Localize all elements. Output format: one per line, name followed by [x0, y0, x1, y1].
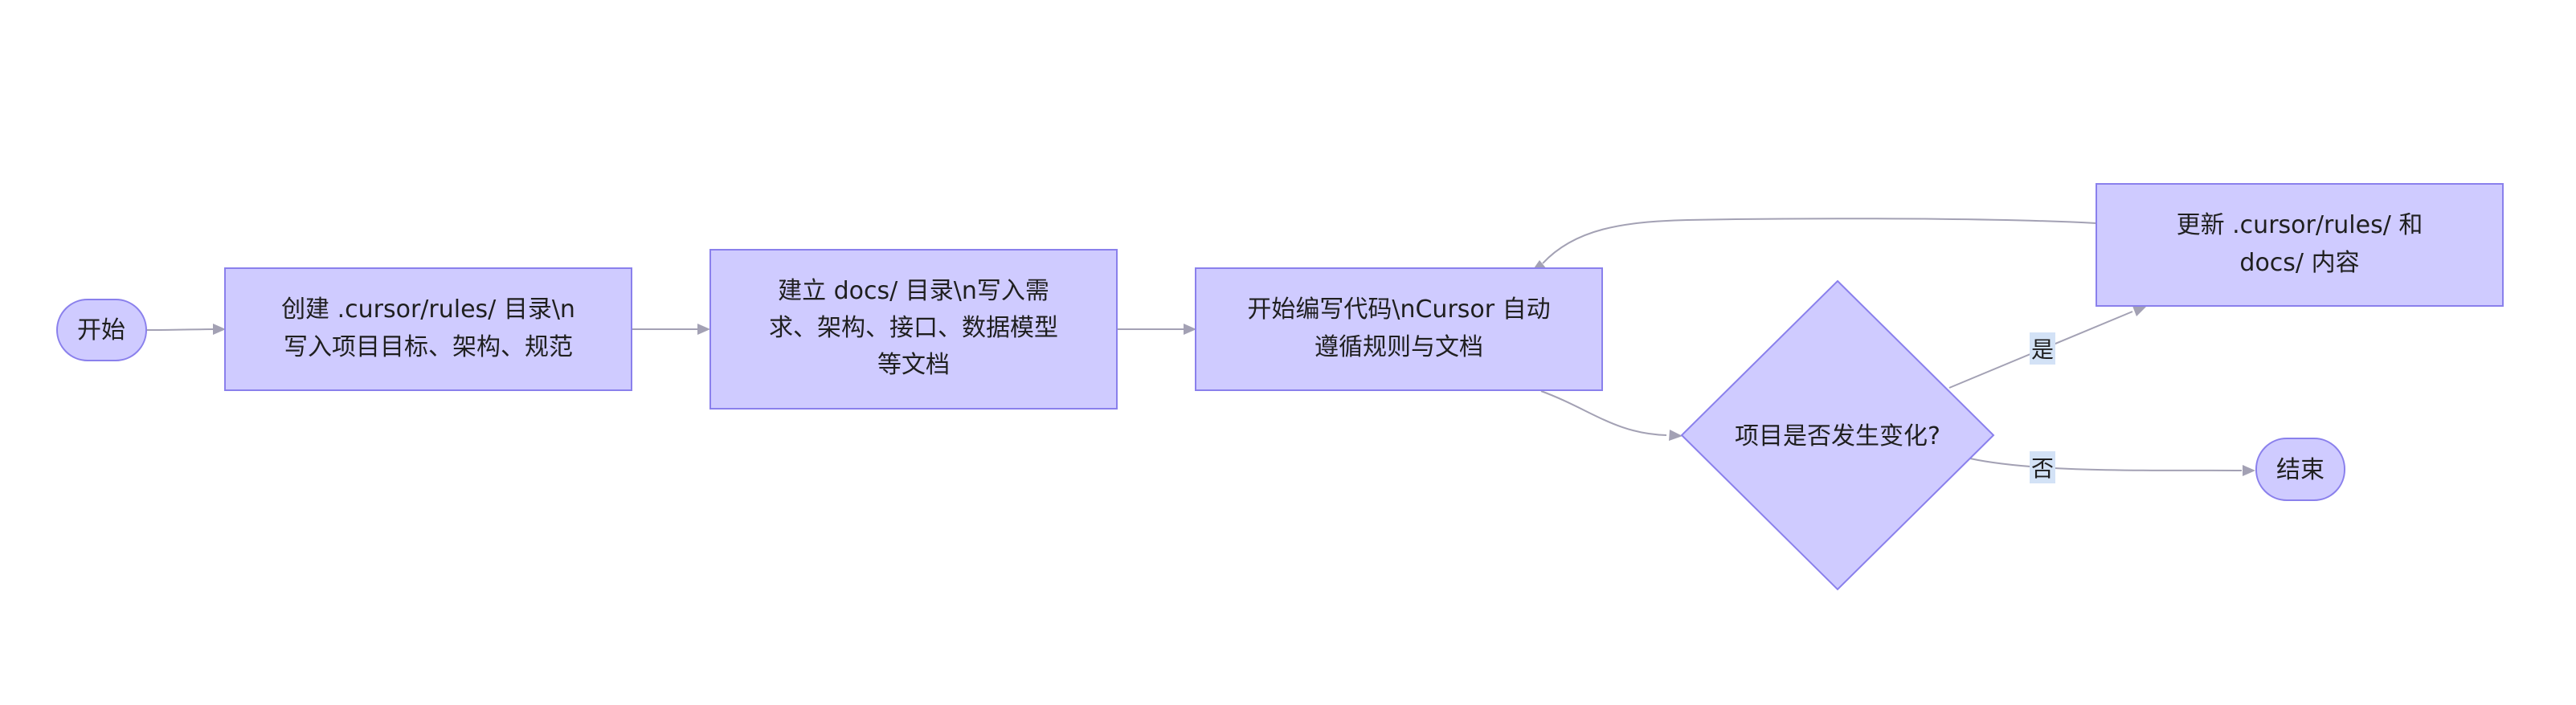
- decision-node[interactable]: 项目是否发生变化?: [1680, 279, 1995, 591]
- create-docs-line-2: 求、架构、接口、数据模型: [769, 314, 1058, 342]
- start-node[interactable]: 开始: [56, 299, 147, 361]
- svg-text:是: 是: [2031, 336, 2054, 363]
- arrow-head: [213, 324, 226, 335]
- arrow-head: [1669, 430, 1683, 441]
- arrow-head: [1184, 324, 1196, 335]
- create-rules-node[interactable]: 创建 .cursor/rules/ 目录\n 写入项目目标、架构、规范: [224, 267, 632, 391]
- edge-update-to-coding: [1542, 218, 2097, 264]
- edge-coding-to-decision: [1540, 390, 1667, 436]
- coding-node[interactable]: 开始编写代码\nCursor 自动 遵循规则与文档: [1195, 267, 1603, 391]
- svg-text:否: 否: [2031, 455, 2054, 482]
- start-label: 开始: [77, 316, 125, 344]
- arrow-head: [2132, 306, 2147, 316]
- update-node[interactable]: 更新 .cursor/rules/ 和 docs/ 内容: [2096, 183, 2504, 307]
- decision-label: 项目是否发生变化?: [1735, 422, 1940, 450]
- edge-start-to-create-rules: [145, 328, 215, 331]
- update-line-2: docs/ 内容: [2239, 249, 2359, 277]
- create-rules-line-1: 创建 .cursor/rules/ 目录\n: [281, 295, 575, 324]
- create-docs-node[interactable]: 建立 docs/ 目录\n写入需 求、架构、接口、数据模型 等文档: [709, 249, 1118, 410]
- end-node[interactable]: 结束: [2255, 438, 2345, 501]
- create-rules-line-2: 写入项目目标、架构、规范: [284, 333, 573, 361]
- arrow-head: [2243, 465, 2255, 476]
- update-line-1: 更新 .cursor/rules/ 和: [2177, 211, 2423, 239]
- edge-decision-to-end: [1969, 458, 2243, 471]
- create-docs-line-1: 建立 docs/ 目录\n写入需: [778, 277, 1049, 305]
- coding-line-2: 遵循规则与文档: [1315, 333, 1483, 361]
- arrow-head: [697, 324, 710, 335]
- edge-label-no: 否: [2030, 451, 2055, 483]
- coding-line-1: 开始编写代码\nCursor 自动: [1247, 295, 1550, 324]
- create-docs-line-3: 等文档: [877, 351, 950, 379]
- end-label: 结束: [2276, 456, 2325, 484]
- edge-label-yes: 是: [2030, 332, 2055, 365]
